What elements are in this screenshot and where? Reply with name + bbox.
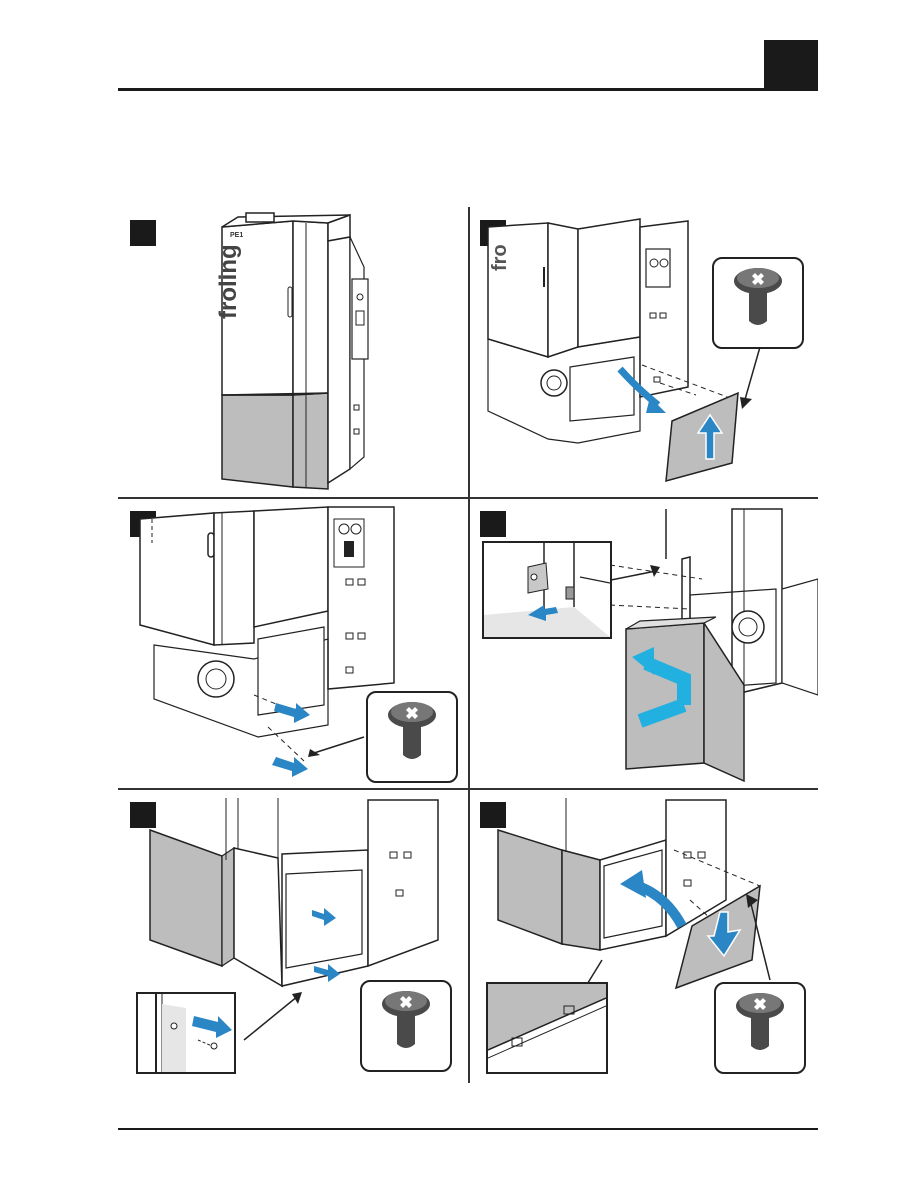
step-5-panel [118,790,468,1083]
torx-screw-icon [716,984,804,1072]
detail-callout-icon [484,543,610,637]
torx-screw-icon [714,259,802,347]
detail-callout-icon [488,984,606,1072]
torx-screw-card [712,257,804,349]
footer-rule [118,1128,818,1130]
torx-screw-card [714,982,806,1074]
boiler-overview-illustration: froling PE1 [118,207,468,497]
detail-callout-icon [138,994,234,1072]
detail-callout [482,541,612,639]
step-3-panel [118,499,468,788]
detail-callout [136,992,236,1074]
torx-screw-icon [362,982,450,1070]
model-logo: PE1 [230,232,243,239]
chapter-tab [764,40,818,91]
step-6-panel [470,790,818,1083]
brand-wordmark: froling [215,244,242,319]
torx-screw-icon [368,693,456,781]
header-rule [118,88,818,91]
detail-callout [486,982,608,1074]
torx-screw-card [360,980,452,1072]
svg-text:fro: fro [489,244,511,271]
step-1-panel: froling PE1 [118,207,468,497]
torx-screw-card [366,691,458,783]
remove-front-panel-illustration: fro [470,207,818,497]
step-2-panel: fro [470,207,818,497]
step-4-panel [470,499,818,788]
